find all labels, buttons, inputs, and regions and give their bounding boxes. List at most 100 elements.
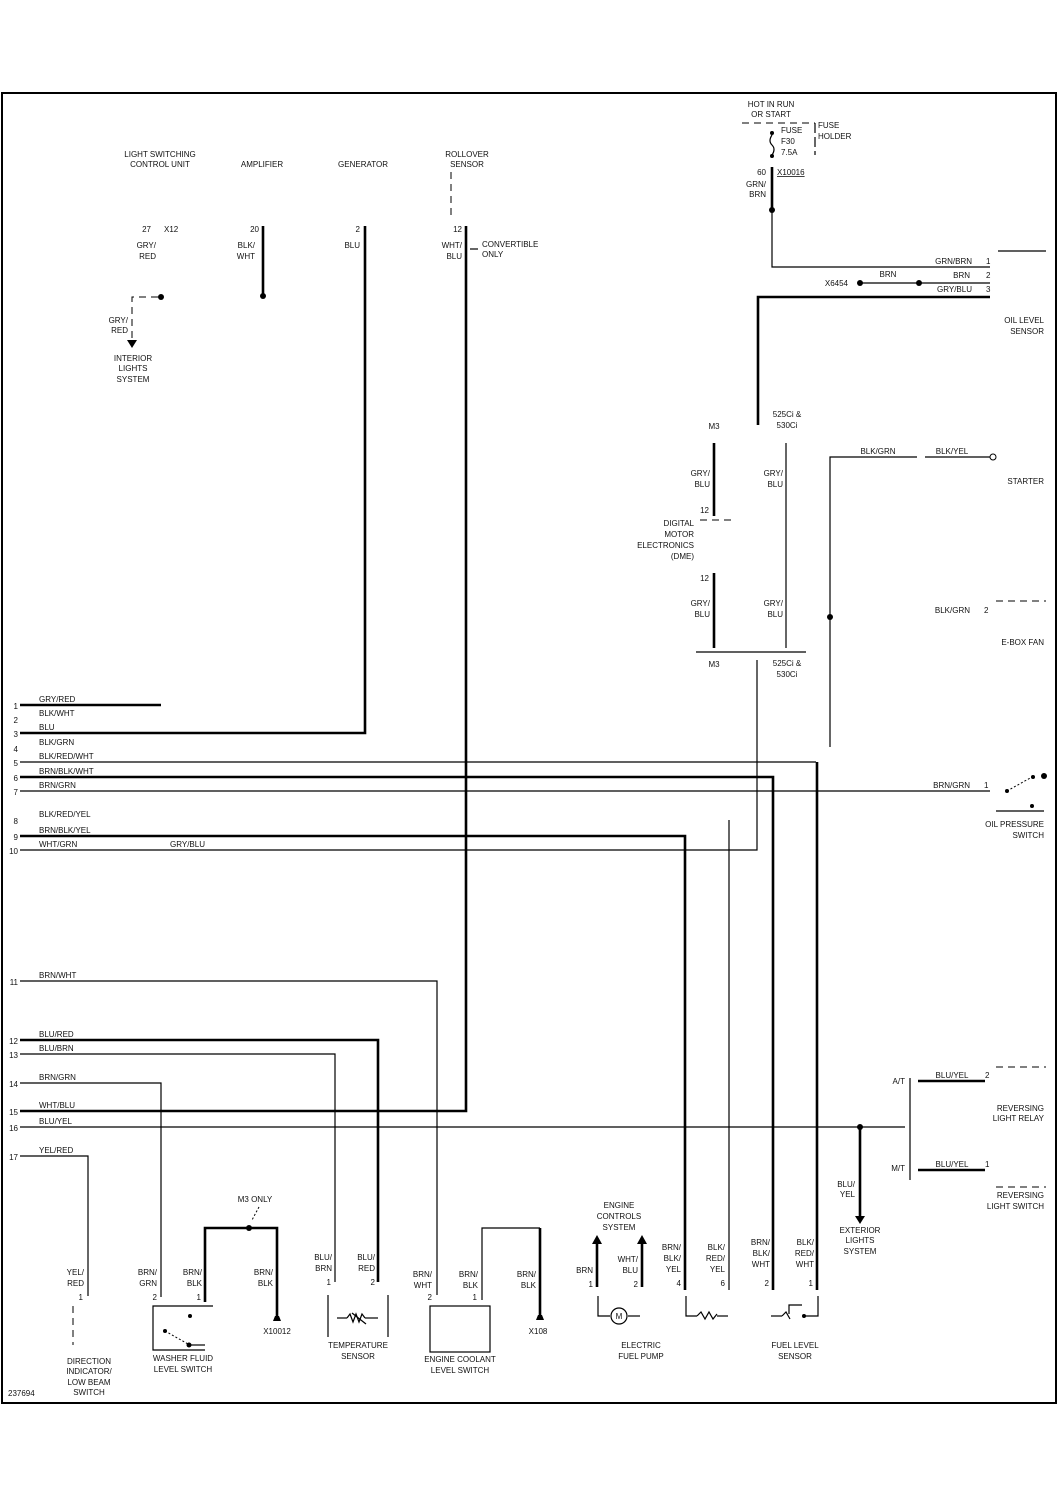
- exterior-lights-system: BLU/ YEL EXTERIOR LIGHTS SYSTEM: [837, 1180, 880, 1256]
- svg-text:3: 3: [986, 285, 991, 294]
- svg-text:M3: M3: [708, 660, 720, 669]
- svg-text:FUEL LEVEL: FUEL LEVEL: [771, 1341, 819, 1350]
- svg-text:(DME): (DME): [671, 552, 694, 561]
- svg-text:GRY/: GRY/: [109, 316, 129, 325]
- svg-text:OIL PRESSURE: OIL PRESSURE: [985, 820, 1044, 829]
- connector-pin-number: 13: [9, 1051, 18, 1060]
- svg-text:BLU/YEL: BLU/YEL: [936, 1071, 969, 1080]
- svg-text:BLK/: BLK/: [664, 1254, 682, 1263]
- svg-text:BLK/: BLK/: [708, 1243, 726, 1252]
- svg-text:X6454: X6454: [825, 279, 849, 288]
- left-connector: 1GRY/RED2BLK/WHT3BLU4BLK/GRN5BLK/RED/WHT…: [9, 695, 205, 1162]
- connector-wire-label: BLK/GRN: [39, 738, 74, 747]
- svg-text:SENSOR: SENSOR: [341, 1352, 375, 1361]
- svg-text:INTERIOR: INTERIOR: [114, 354, 152, 363]
- svg-text:INDICATOR/: INDICATOR/: [66, 1367, 112, 1376]
- svg-text:SENSOR: SENSOR: [450, 160, 484, 169]
- connector-wire-label: BLK/WHT: [39, 709, 75, 718]
- svg-text:BRN: BRN: [315, 1264, 332, 1273]
- svg-text:REVERSING: REVERSING: [997, 1104, 1044, 1113]
- svg-text:ONLY: ONLY: [482, 250, 504, 259]
- svg-text:60: 60: [757, 168, 766, 177]
- direction-indicator-switch: YEL/ RED 1 DIRECTION INDICATOR/ LOW BEAM…: [66, 1268, 112, 1397]
- m3-only-note: M3 ONLY: [238, 1195, 273, 1221]
- svg-text:TEMPERATURE: TEMPERATURE: [328, 1341, 388, 1350]
- svg-text:DIRECTION: DIRECTION: [67, 1357, 111, 1366]
- e-box-fan: BLK/GRN 2 E-BOX FAN: [935, 600, 1046, 647]
- svg-text:20: 20: [250, 225, 259, 234]
- connector-pin-number: 8: [14, 817, 19, 826]
- connector-pin-number: 14: [9, 1080, 18, 1089]
- svg-text:7.5A: 7.5A: [781, 148, 798, 157]
- svg-text:BRN: BRN: [749, 190, 766, 199]
- svg-text:AMPLIFIER: AMPLIFIER: [241, 160, 283, 169]
- svg-text:FUSE: FUSE: [818, 121, 839, 130]
- svg-text:WHT: WHT: [237, 252, 255, 261]
- ground-x108: BRN/ BLK X108: [517, 1270, 548, 1336]
- svg-text:OR START: OR START: [751, 110, 791, 119]
- svg-text:CONVERTIBLE: CONVERTIBLE: [482, 240, 538, 249]
- svg-text:X108: X108: [529, 1327, 548, 1336]
- svg-text:GRY/: GRY/: [764, 599, 784, 608]
- connector-wire-label: BLU/BRN: [39, 1044, 74, 1053]
- connector-wire-label: BRN/WHT: [39, 971, 76, 980]
- svg-text:BRN/: BRN/: [183, 1268, 203, 1277]
- fuel-level-sensor: BRN/ BLK/ YEL 4 BLK/ RED/ YEL 6 BRN/ BLK…: [662, 1238, 819, 1361]
- svg-text:LOW BEAM: LOW BEAM: [67, 1378, 110, 1387]
- svg-text:BRN/: BRN/: [413, 1270, 433, 1279]
- svg-text:BLU/: BLU/: [357, 1253, 376, 1262]
- svg-text:2: 2: [356, 225, 361, 234]
- motor-icon: [610, 1307, 628, 1325]
- svg-text:2: 2: [428, 1293, 433, 1302]
- connector-wire-label-2: GRY/BLU: [170, 840, 205, 849]
- rollover-sensor: ROLLOVER SENSOR 12 WHT/ BLU CONVERTIBLE …: [442, 150, 539, 261]
- svg-text:12: 12: [700, 506, 709, 515]
- svg-text:4: 4: [677, 1279, 682, 1288]
- connector-pin-number: 10: [9, 847, 18, 856]
- svg-text:BLU: BLU: [767, 610, 783, 619]
- svg-text:YEL/: YEL/: [67, 1268, 85, 1277]
- svg-text:RED: RED: [111, 326, 128, 335]
- svg-text:WHT: WHT: [414, 1281, 432, 1290]
- svg-text:WHT/: WHT/: [442, 241, 463, 250]
- svg-text:2: 2: [634, 1280, 639, 1289]
- connector-wire-label: BLK/RED/WHT: [39, 752, 94, 761]
- svg-text:BLU: BLU: [767, 480, 783, 489]
- svg-text:2: 2: [371, 1278, 376, 1287]
- svg-text:STARTER: STARTER: [1007, 477, 1044, 486]
- dme-block: M3 525Ci & 530Ci GRY/ BLU GRY/ BLU 12 DI…: [637, 410, 802, 679]
- diagram-id: 237694: [8, 1389, 35, 1398]
- svg-text:12: 12: [700, 574, 709, 583]
- electric-fuel-pump: ENGINE CONTROLS SYSTEM BRN 1 WHT/ BLU 2 …: [576, 1201, 664, 1361]
- svg-text:1: 1: [984, 781, 989, 790]
- svg-text:BLU/: BLU/: [837, 1180, 856, 1189]
- ground-x10012: BRN/ BLK X10012: [254, 1268, 291, 1336]
- svg-text:X10016: X10016: [777, 168, 805, 177]
- svg-text:M/T: M/T: [891, 1164, 905, 1173]
- svg-text:WHT/: WHT/: [618, 1255, 639, 1264]
- svg-text:BLK: BLK: [521, 1281, 537, 1290]
- svg-text:BRN: BRN: [880, 270, 897, 279]
- connector-wire-label: YEL/RED: [39, 1146, 73, 1155]
- connector-wire-label: WHT/GRN: [39, 840, 77, 849]
- svg-text:1: 1: [197, 1293, 202, 1302]
- svg-text:ENGINE: ENGINE: [604, 1201, 635, 1210]
- svg-text:CONTROL UNIT: CONTROL UNIT: [130, 160, 190, 169]
- svg-text:HOLDER: HOLDER: [818, 132, 852, 141]
- svg-text:YEL: YEL: [840, 1190, 856, 1199]
- svg-text:EXTERIOR: EXTERIOR: [840, 1226, 881, 1235]
- svg-text:BRN/: BRN/: [254, 1268, 274, 1277]
- connector-pin-number: 7: [14, 788, 19, 797]
- svg-text:1: 1: [809, 1279, 814, 1288]
- connector-wire-label: BRN/GRN: [39, 781, 76, 790]
- svg-text:E-BOX FAN: E-BOX FAN: [1001, 638, 1044, 647]
- amplifier: AMPLIFIER 20 BLK/ WHT: [237, 160, 284, 261]
- svg-text:SYSTEM: SYSTEM: [603, 1223, 636, 1232]
- svg-text:GRY/: GRY/: [137, 241, 157, 250]
- svg-text:RED/: RED/: [795, 1249, 815, 1258]
- svg-text:BRN/GRN: BRN/GRN: [933, 781, 970, 790]
- svg-text:YEL: YEL: [666, 1265, 682, 1274]
- svg-text:BRN: BRN: [576, 1266, 593, 1275]
- svg-text:RED: RED: [67, 1279, 84, 1288]
